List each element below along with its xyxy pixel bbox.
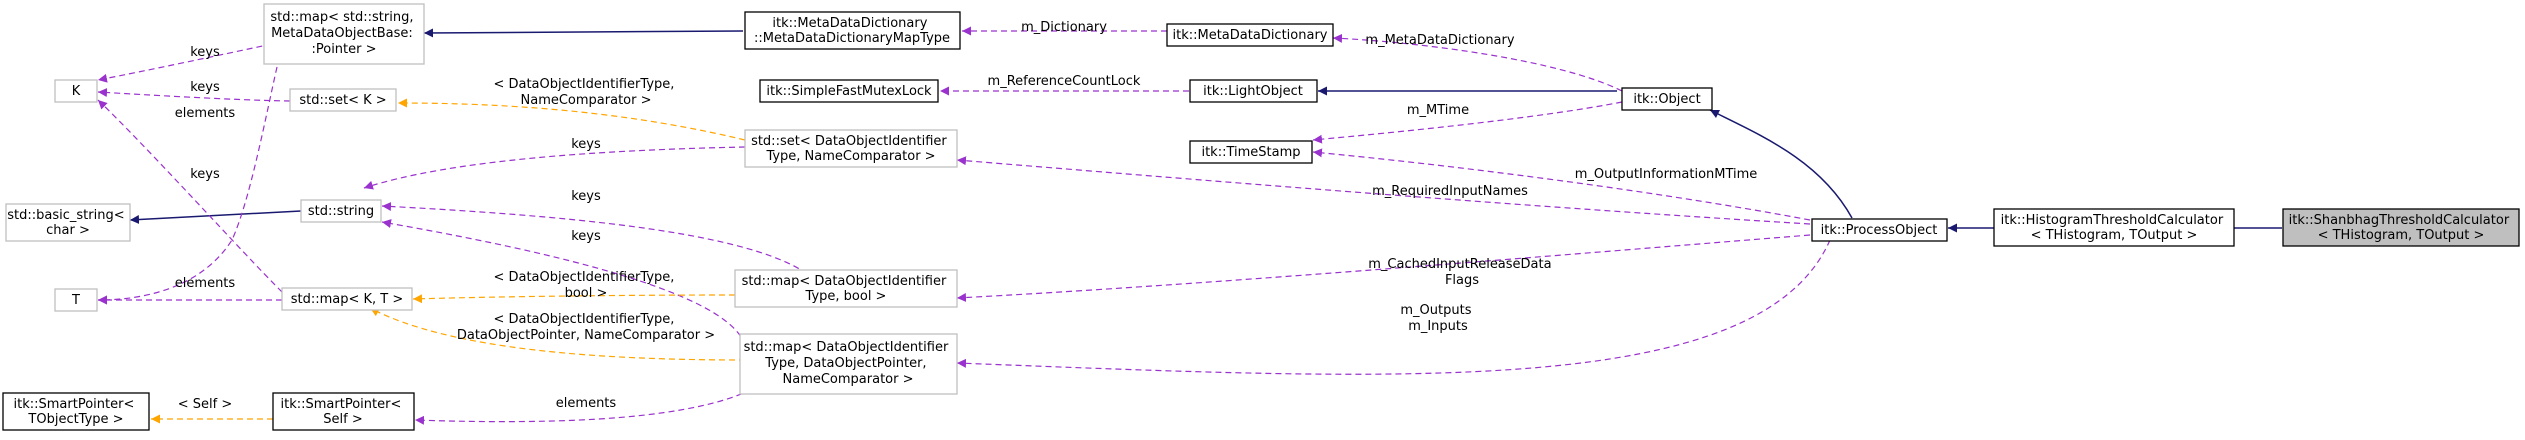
node-process-object[interactable]: itk::ProcessObject: [1811, 218, 1948, 242]
edge-member-timestamp-object: [1312, 101, 1623, 144]
node-k[interactable]: K: [54, 79, 98, 103]
svg-text:std::set< K >: std::set< K >: [299, 93, 386, 108]
edge-member-keys-mapptr-string: [381, 219, 746, 346]
svg-text:K: K: [72, 84, 81, 99]
edge-member-keys-mapkt-k: [97, 99, 283, 293]
svg-text:itk::MetaDataDictionary: itk::MetaDataDictionary: [1173, 28, 1328, 43]
svg-text:itk::MetaDataDictionary: itk::MetaDataDictionary ::MetaDataDictio…: [754, 16, 950, 46]
edge-member-mapbool-processobject: [956, 234, 1811, 303]
edge-template-setdoi-setk: [397, 98, 746, 141]
node-std-map-dataobjectidentifier-pointer[interactable]: std::map< DataObjectIdentifier Type, Dat…: [739, 333, 958, 395]
node-std-set-dataobjectidentifier[interactable]: std::set< DataObjectIdentifier Type, Nam…: [744, 129, 958, 168]
node-metadata-dictionary[interactable]: itk::MetaDataDictionary: [1166, 23, 1334, 47]
edge-inherit-basicstring-string: [129, 210, 302, 225]
node-object[interactable]: itk::Object: [1621, 87, 1713, 111]
edge-label-m-requiredinputnames: m_RequiredInputNames: [1372, 184, 1528, 199]
edge-label-keys-setk: keys: [190, 80, 220, 95]
edge-label-tmpl-bool: < DataObjectIdentifierType, bool >: [493, 270, 678, 301]
edge-member-setdoi-processobject: [956, 156, 1811, 225]
edges: [97, 26, 2282, 425]
node-light-object[interactable]: itk::LightObject: [1189, 79, 1318, 103]
edge-member-elements-mapmeta-t: [97, 66, 278, 305]
nodes: itk::ShanbhagThresholdCalculator < THist…: [2, 3, 2520, 431]
svg-text:itk::Object: itk::Object: [1633, 92, 1700, 107]
node-std-map-dataobjectidentifier-bool[interactable]: std::map< DataObjectIdentifier Type, boo…: [734, 269, 958, 308]
edge-label-keys-mapkt: keys: [190, 167, 220, 182]
edge-label-m-outputinformationmtime: m_OutputInformationMTime: [1575, 167, 1758, 182]
edge-inherit-object-processobject: [1709, 109, 1853, 219]
edge-member-keys-mapbool-string: [381, 201, 816, 281]
edge-member-elements-mapptr-smartptr: [414, 384, 761, 425]
svg-text:itk::HistogramThresholdCalcula: itk::HistogramThresholdCalculator < THis…: [2001, 213, 2228, 243]
node-std-set-k[interactable]: std::set< K >: [289, 88, 397, 112]
edge-label-m-metadatadictionary: m_MetaDataDictionary: [1365, 33, 1514, 48]
svg-text:std::set< DataObjectIdentifier: std::set< DataObjectIdentifier Type, Nam…: [751, 134, 951, 164]
svg-text:itk::SimpleFastMutexLock: itk::SimpleFastMutexLock: [766, 84, 932, 99]
edge-label-keys-string-set: keys: [571, 137, 601, 152]
node-histogram-threshold-calculator[interactable]: itk::HistogramThresholdCalculator < THis…: [1993, 208, 2235, 247]
svg-text:T: T: [71, 293, 80, 308]
node-smart-pointer-tobjecttype[interactable]: itk::SmartPointer< TObjectType >: [2, 392, 150, 431]
edge-label-tmpl-set: < DataObjectIdentifierType, NameComparat…: [493, 77, 678, 108]
edge-label-keys-string-bool: keys: [571, 189, 601, 204]
edge-member-timestamp-processobject: [1312, 148, 1811, 221]
edge-member-mdd-object: [1332, 33, 1623, 92]
node-std-string[interactable]: std::string: [300, 199, 382, 223]
node-simple-fast-mutex-lock[interactable]: itk::SimpleFastMutexLock: [759, 79, 939, 103]
edge-member-keys-setdoi-string: [363, 146, 746, 190]
node-shanbhag-threshold-calculator[interactable]: itk::ShanbhagThresholdCalculator < THist…: [2282, 208, 2520, 247]
node-std-map-metadata[interactable]: std::map< std::string, MetaDataObjectBas…: [263, 3, 425, 65]
edge-label-tmpl-ptr: < DataObjectIdentifierType, DataObjectPo…: [457, 312, 715, 343]
svg-text:std::map< DataObjectIdentifier: std::map< DataObjectIdentifier Type, boo…: [742, 274, 951, 304]
svg-text:std::basic_string< cha: std::basic_string< char >: [7, 208, 128, 238]
edge-label-tmpl-self: < Self >: [178, 397, 233, 412]
edge-member-keys-setk-k: [97, 88, 291, 102]
edge-label-elements-mapmeta: elements: [175, 106, 236, 121]
svg-text:std::map< DataObjectIdentifier: std::map< DataObjectIdentifier Type, Dat…: [744, 340, 953, 387]
svg-text:itk::SmartPointer< TOb: itk::SmartPointer< TObjectType >: [14, 397, 139, 427]
edge-labels: m_Dictionary m_MetaDataDictionary m_Refe…: [175, 20, 1758, 412]
edge-template-mapbool-mapkt: [412, 294, 736, 304]
edge-label-m-dictionary: m_Dictionary: [1021, 20, 1107, 35]
svg-text:itk::SmartPointer< Sel: itk::SmartPointer< Self >: [281, 397, 406, 427]
node-smart-pointer-self[interactable]: itk::SmartPointer< Self >: [272, 392, 415, 431]
node-t[interactable]: T: [54, 288, 98, 312]
svg-text:std::string: std::string: [308, 204, 374, 219]
node-timestamp[interactable]: itk::TimeStamp: [1189, 140, 1313, 164]
edge-label-keys-mapmeta: keys: [190, 45, 220, 60]
svg-text:itk::TimeStamp: itk::TimeStamp: [1201, 145, 1300, 160]
edge-label-m-mtime: m_MTime: [1407, 103, 1469, 118]
edge-label-elements-mapkt: elements: [175, 276, 236, 291]
svg-text:itk::ShanbhagThresholdCalculat: itk::ShanbhagThresholdCalculator < THist…: [2289, 213, 2514, 243]
svg-text:itk::ProcessObject: itk::ProcessObject: [1821, 223, 1938, 238]
edge-template-mapptr-mapkt: [369, 307, 746, 361]
node-metadata-dictionary-maptype[interactable]: itk::MetaDataDictionary ::MetaDataDictio…: [744, 11, 961, 50]
edge-label-m-outputs-inputs: m_Outputs m_Inputs: [1400, 303, 1475, 334]
edge-label-m-cachedinputreleasedataflags: m_CachedInputReleaseData Flags: [1368, 257, 1555, 288]
edge-label-keys-string-ptr: keys: [571, 229, 601, 244]
svg-text:std::map< std::string,: std::map< std::string, MetaDataObjectBas…: [270, 10, 417, 57]
edge-member-keys-mapmeta-k: [97, 43, 273, 83]
edge-label-m-referencecountlock: m_ReferenceCountLock: [988, 74, 1141, 89]
node-std-basic-string[interactable]: std::basic_string< char >: [5, 203, 131, 242]
svg-text:itk::LightObject: itk::LightObject: [1203, 84, 1303, 99]
node-std-map-k-t[interactable]: std::map< K, T >: [281, 287, 413, 311]
svg-text:std::map< K, T >: std::map< K, T >: [291, 292, 404, 307]
edge-inherit-mapmeta-mddmaptype: [423, 28, 744, 38]
edge-label-elements-self: elements: [556, 396, 617, 411]
